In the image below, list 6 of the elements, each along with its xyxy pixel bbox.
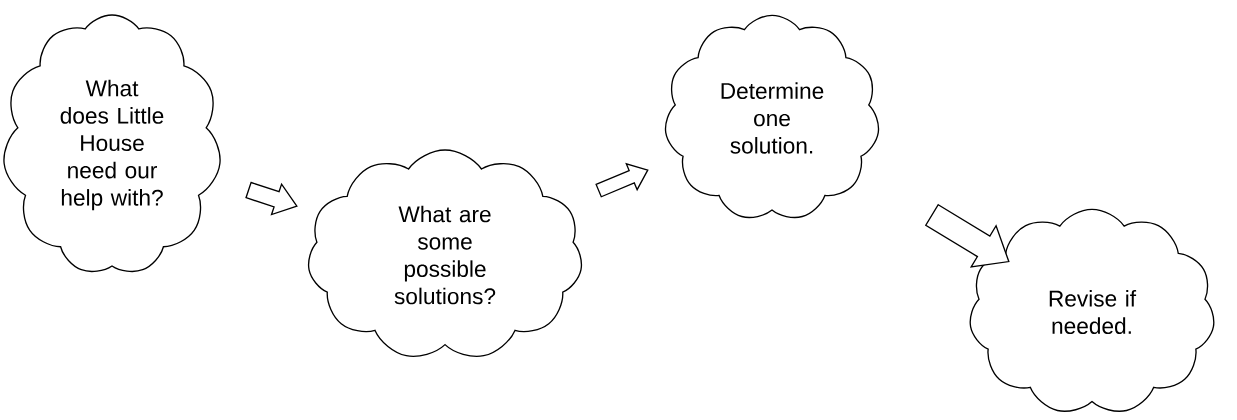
thought-cloud: What does Little House need our help with? [3, 14, 221, 273]
block-arrow [245, 181, 298, 216]
thought-cloud: What are some possible solutions? [307, 149, 583, 358]
thought-cloud: Determine one solution. [664, 14, 880, 219]
block-arrow [595, 162, 649, 198]
thought-cloud: Revise if needed. [969, 208, 1215, 412]
